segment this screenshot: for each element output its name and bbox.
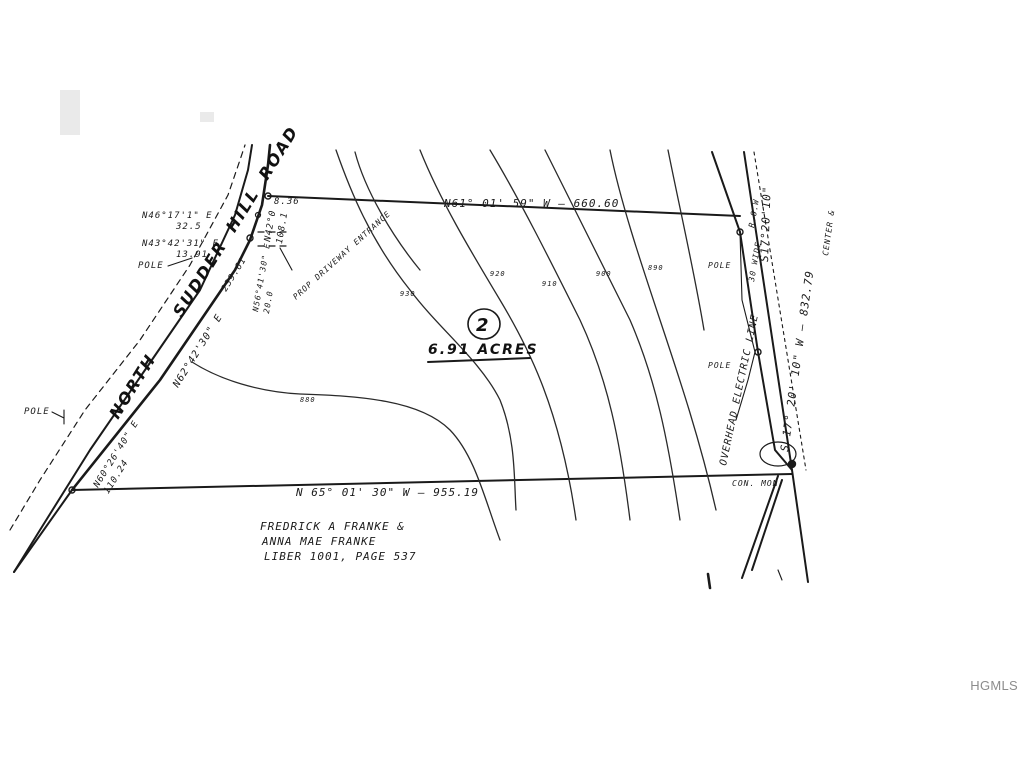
parcel-number: 2: [476, 315, 491, 336]
east-line-bearing-upper: S17°20'10": [758, 185, 774, 262]
driveway-label: PROP DRIVEWAY ENTRANCE: [291, 209, 392, 301]
parcel-area: 6.91 ACRES: [428, 342, 539, 358]
monument-label: CON. MON: [732, 479, 779, 488]
parcel-area-underline: [427, 357, 531, 363]
center-label: CENTER &: [821, 209, 836, 256]
electric-line-label: OVERHEAD ELECTRIC LINE: [718, 313, 761, 466]
pole-label: POLE: [138, 261, 164, 271]
pole-label: POLE: [708, 361, 731, 370]
road-name-word: NORTH: [105, 350, 160, 422]
road-frontage-extension: [13, 489, 73, 573]
road-name-word: HILL: [222, 185, 263, 236]
scan-smudge: [200, 112, 214, 122]
road-bearing-label: 13.91: [176, 250, 208, 260]
row-tick: [706, 572, 712, 590]
road-name-label-group: NORTH SUDDER HILL ROAD: [105, 122, 302, 422]
svg-text:S17°20'10": S17°20'10": [758, 185, 774, 262]
adjoiner-line: LIBER 1001, PAGE 537: [264, 550, 416, 563]
pole-marker: [736, 228, 744, 236]
pole-leader: [51, 411, 65, 419]
watermark: HGMLS: [970, 678, 1018, 693]
south-boundary-line: [71, 473, 793, 491]
east-line-bearing-lower: S 17° 20' 10" W — 832.79: [778, 269, 816, 452]
svg-text:S 17° 20' 10" W — 832.79: S 17° 20' 10" W — 832.79: [778, 269, 816, 452]
row-tick: [777, 569, 783, 581]
east-boundary-line: [743, 151, 793, 471]
pole-label: POLE: [708, 261, 731, 270]
adjoiner-line: FREDRICK A FRANKE &: [260, 520, 405, 533]
north-corner-dist: 8.36: [274, 197, 300, 207]
road-bearing-label: 239.61: [220, 256, 249, 294]
contour-label: 890: [648, 264, 664, 272]
road: [9, 143, 272, 573]
row-west-edge: [711, 151, 741, 233]
road-bearing-label: N42°0 108.1: [263, 209, 290, 244]
corner-pin: [254, 211, 262, 219]
row-east-edge: [753, 151, 807, 471]
scan-smudge: [60, 90, 80, 135]
svg-text:OVERHEAD ELECTRIC LINE: OVERHEAD ELECTRIC LINE: [718, 313, 761, 466]
contour-line: [354, 151, 421, 271]
contour-line: [191, 361, 501, 541]
svg-text:CENTER &: CENTER &: [821, 209, 836, 256]
road-bearing-label: N43°42'31" E: [141, 239, 219, 249]
road-bearing-label: 32.5: [175, 222, 202, 232]
contour-line: [335, 149, 517, 511]
contour-label: 920: [490, 270, 506, 278]
north-line-bearing: N61° 01' 59" W — 660.60: [443, 197, 619, 210]
road-name-word: ROAD: [255, 122, 303, 183]
row-lower-edge: [741, 475, 779, 579]
pole-leader: [167, 257, 193, 267]
overhead-line: [739, 231, 793, 471]
south-line-bearing: N 65° 01' 30" W — 955.19: [295, 486, 479, 499]
contour-line: [667, 149, 705, 331]
contour-line: [489, 149, 631, 521]
north-boundary-line: [267, 195, 741, 217]
pole-label: POLE: [24, 407, 50, 417]
parcel-number-circle: [467, 308, 501, 340]
road-bearing-label: N46°17'1" E: [141, 211, 213, 221]
contour-label: 900: [596, 270, 612, 278]
contour-line: [609, 149, 717, 511]
row-lower-edge-2: [751, 479, 783, 571]
contour-line: [544, 149, 681, 521]
contour-line: [419, 149, 577, 521]
contour-lines: [191, 149, 717, 541]
pole-marker: [754, 348, 762, 356]
road-frontage-line: [70, 143, 272, 492]
adjoiner-line: ANNA MAE FRANKE: [261, 535, 376, 548]
svg-text:239.61: 239.61: [220, 256, 249, 294]
monument-circle: [759, 441, 797, 467]
east-boundary-extension: [791, 469, 809, 583]
contour-label: 880: [300, 396, 316, 404]
road-centerline: [9, 144, 246, 531]
corner-pin: [246, 234, 254, 242]
contour-label: 910: [542, 280, 558, 288]
road-bearing-label: N60°26'40" E 110.24: [92, 419, 142, 496]
road-west-edge: [13, 144, 253, 573]
svg-text:20.0: 20.0: [262, 290, 275, 314]
contour-label: 930: [400, 290, 416, 298]
parcel-boundary: [71, 151, 809, 590]
driveway-bearing-label: N56°41'30" E 20.0: [251, 242, 275, 314]
